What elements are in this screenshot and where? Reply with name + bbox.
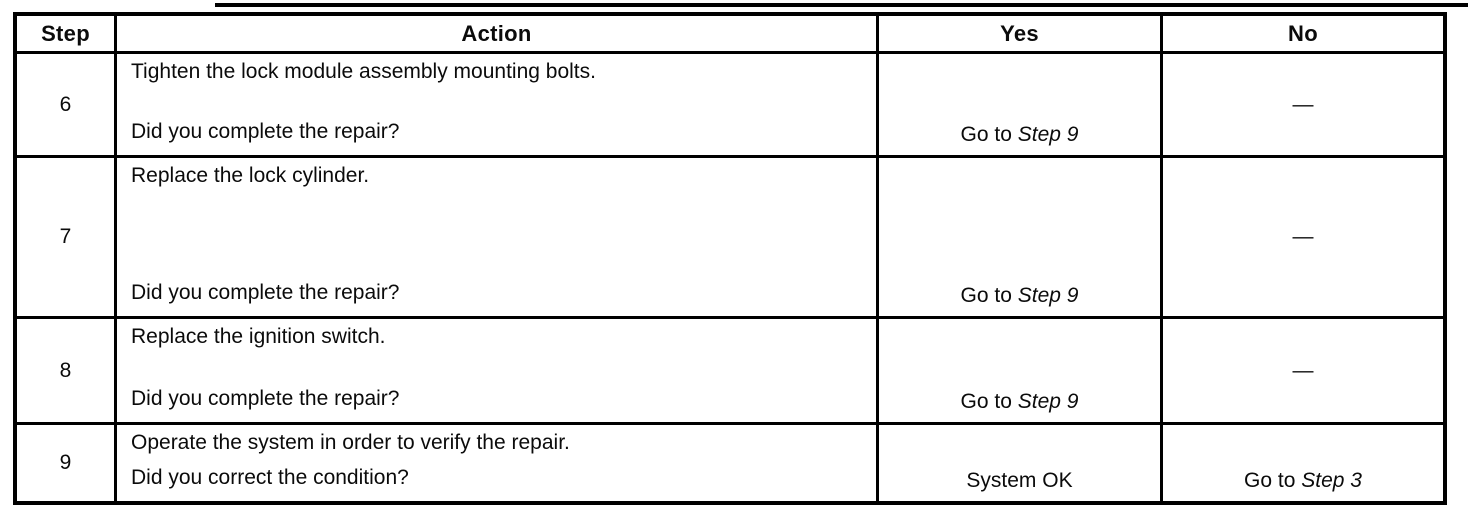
no-answer: Go to Step 3: [1244, 469, 1362, 492]
header-step: Step: [17, 16, 117, 54]
no-answer: —: [1292, 225, 1314, 248]
action-question: Did you complete the repair?: [131, 119, 400, 143]
action-question: Did you complete the repair?: [131, 280, 400, 304]
header-action: Action: [117, 16, 879, 54]
step-number: 7: [17, 158, 117, 319]
yes-answer: Go to Step 9: [960, 390, 1079, 413]
yes-cell: Go to Step 9: [879, 54, 1163, 158]
action-cell: Tighten the lock module assembly mountin…: [117, 54, 879, 158]
no-cell: —: [1163, 54, 1443, 158]
no-answer: —: [1292, 92, 1314, 116]
action-instruction: Replace the ignition switch.: [131, 325, 386, 348]
action-instruction: Replace the lock cylinder.: [131, 164, 370, 187]
no-cell: Go to Step 3: [1163, 425, 1443, 501]
action-instruction: Tighten the lock module assembly mountin…: [131, 60, 596, 83]
action-instruction: Operate the system in order to verify th…: [131, 431, 570, 454]
yes-answer: Go to Step 9: [960, 123, 1079, 146]
no-answer: —: [1292, 358, 1314, 382]
step-number: 8: [17, 319, 117, 425]
diagnostic-table: Step Action Yes No 6 Tighten the lock mo…: [13, 12, 1447, 505]
action-cell: Replace the lock cylinder. Did you compl…: [117, 158, 879, 319]
action-cell: Operate the system in order to verify th…: [117, 425, 879, 501]
clipped-top-rule: [215, 3, 1468, 7]
yes-answer: System OK: [966, 469, 1073, 492]
header-yes: Yes: [879, 16, 1163, 54]
no-cell: —: [1163, 158, 1443, 319]
action-question: Did you complete the repair?: [131, 386, 400, 410]
action-question: Did you correct the condition?: [131, 465, 409, 489]
step-number: 6: [17, 54, 117, 158]
no-cell: —: [1163, 319, 1443, 425]
step-number: 9: [17, 425, 117, 501]
yes-cell: Go to Step 9: [879, 158, 1163, 319]
yes-cell: Go to Step 9: [879, 319, 1163, 425]
action-cell: Replace the ignition switch. Did you com…: [117, 319, 879, 425]
yes-cell: System OK: [879, 425, 1163, 501]
yes-answer: Go to Step 9: [960, 284, 1079, 307]
header-no: No: [1163, 16, 1443, 54]
